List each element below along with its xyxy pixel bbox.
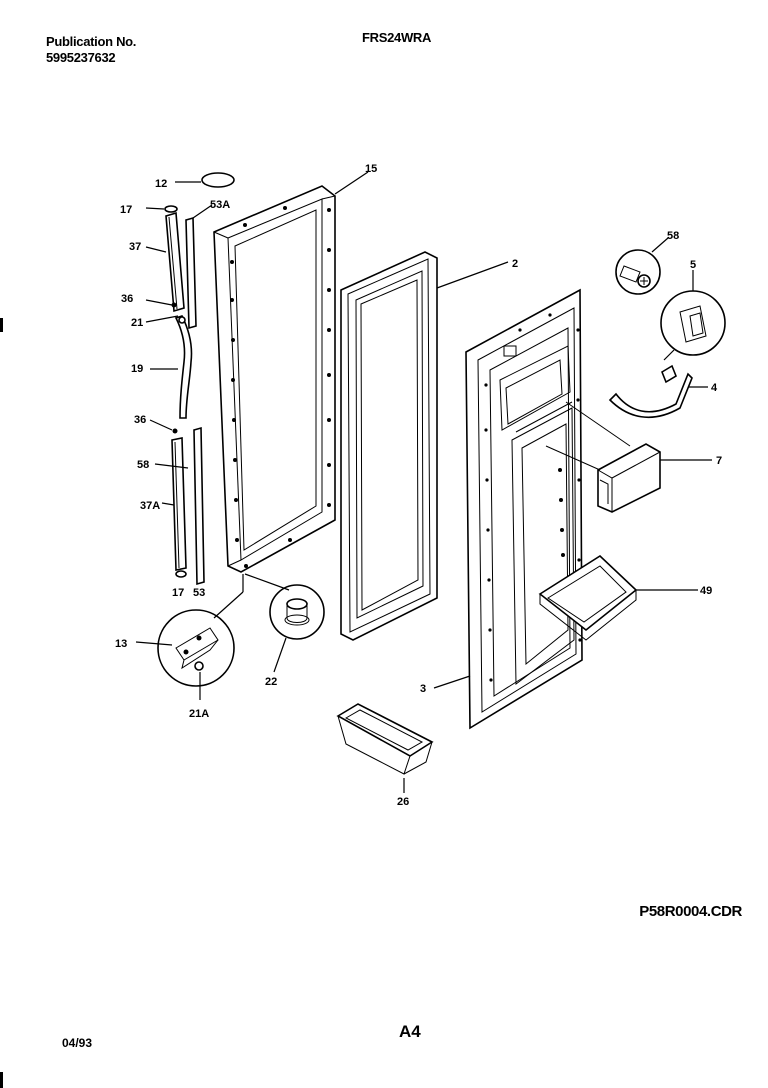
part-3-door-liner xyxy=(433,288,583,730)
drawing-file-name: P58R0004.CDR xyxy=(639,903,742,920)
page-code: A4 xyxy=(399,1022,421,1041)
part-22-bushing xyxy=(244,573,325,673)
callout-21: 21 xyxy=(131,317,143,329)
left-edge-mark-bottom xyxy=(0,1072,3,1088)
callout-58-right: 58 xyxy=(667,230,679,242)
part-5-actuator xyxy=(660,270,726,361)
callout-17: 17 xyxy=(120,204,132,216)
callout-19: 19 xyxy=(131,363,143,375)
callout-53: 53 xyxy=(193,587,205,599)
callout-36: 36 xyxy=(121,293,133,305)
callout-15: 15 xyxy=(365,163,377,175)
part-7-cover xyxy=(545,401,712,513)
callout-12: 12 xyxy=(155,178,167,190)
callout-49: 49 xyxy=(700,585,712,597)
part-26-tray xyxy=(336,703,434,793)
part-19-handle xyxy=(145,299,193,434)
callout-53a: 53A xyxy=(210,199,230,211)
callout-22: 22 xyxy=(265,676,277,688)
part-49-door-bin xyxy=(538,554,698,641)
left-edge-mark xyxy=(0,318,3,332)
callout-17-lower: 17 xyxy=(172,587,184,599)
callout-7: 7 xyxy=(716,455,722,467)
part-12-cap xyxy=(175,172,235,188)
callout-21a: 21A xyxy=(189,708,209,720)
publication-date: 04/93 xyxy=(62,1036,93,1050)
model-number: FRS24WRA xyxy=(362,30,432,45)
callout-37a: 37A xyxy=(140,500,160,512)
part-58-screw xyxy=(615,237,669,295)
callout-3: 3 xyxy=(420,683,426,695)
part-2-gasket xyxy=(340,251,509,641)
part-15-door-frame xyxy=(213,171,369,573)
callout-36-lower: 36 xyxy=(134,414,146,426)
publication-label: Publication No. xyxy=(46,34,137,49)
callout-5: 5 xyxy=(690,259,696,271)
part-13-hinge xyxy=(135,574,244,700)
part-37-upper-trim xyxy=(145,205,185,313)
callout-2: 2 xyxy=(512,258,518,270)
part-4-bracket xyxy=(608,364,708,419)
callout-58: 58 xyxy=(137,459,149,471)
part-53A-upper-trim xyxy=(185,204,213,330)
part-53-lower-trim xyxy=(193,426,205,586)
callout-37: 37 xyxy=(129,241,141,253)
callout-26: 26 xyxy=(397,796,409,808)
callout-13: 13 xyxy=(115,638,127,650)
publication-number: 5995237632 xyxy=(46,50,116,65)
callout-4: 4 xyxy=(711,382,718,394)
part-37A-lower-trim xyxy=(154,437,189,578)
